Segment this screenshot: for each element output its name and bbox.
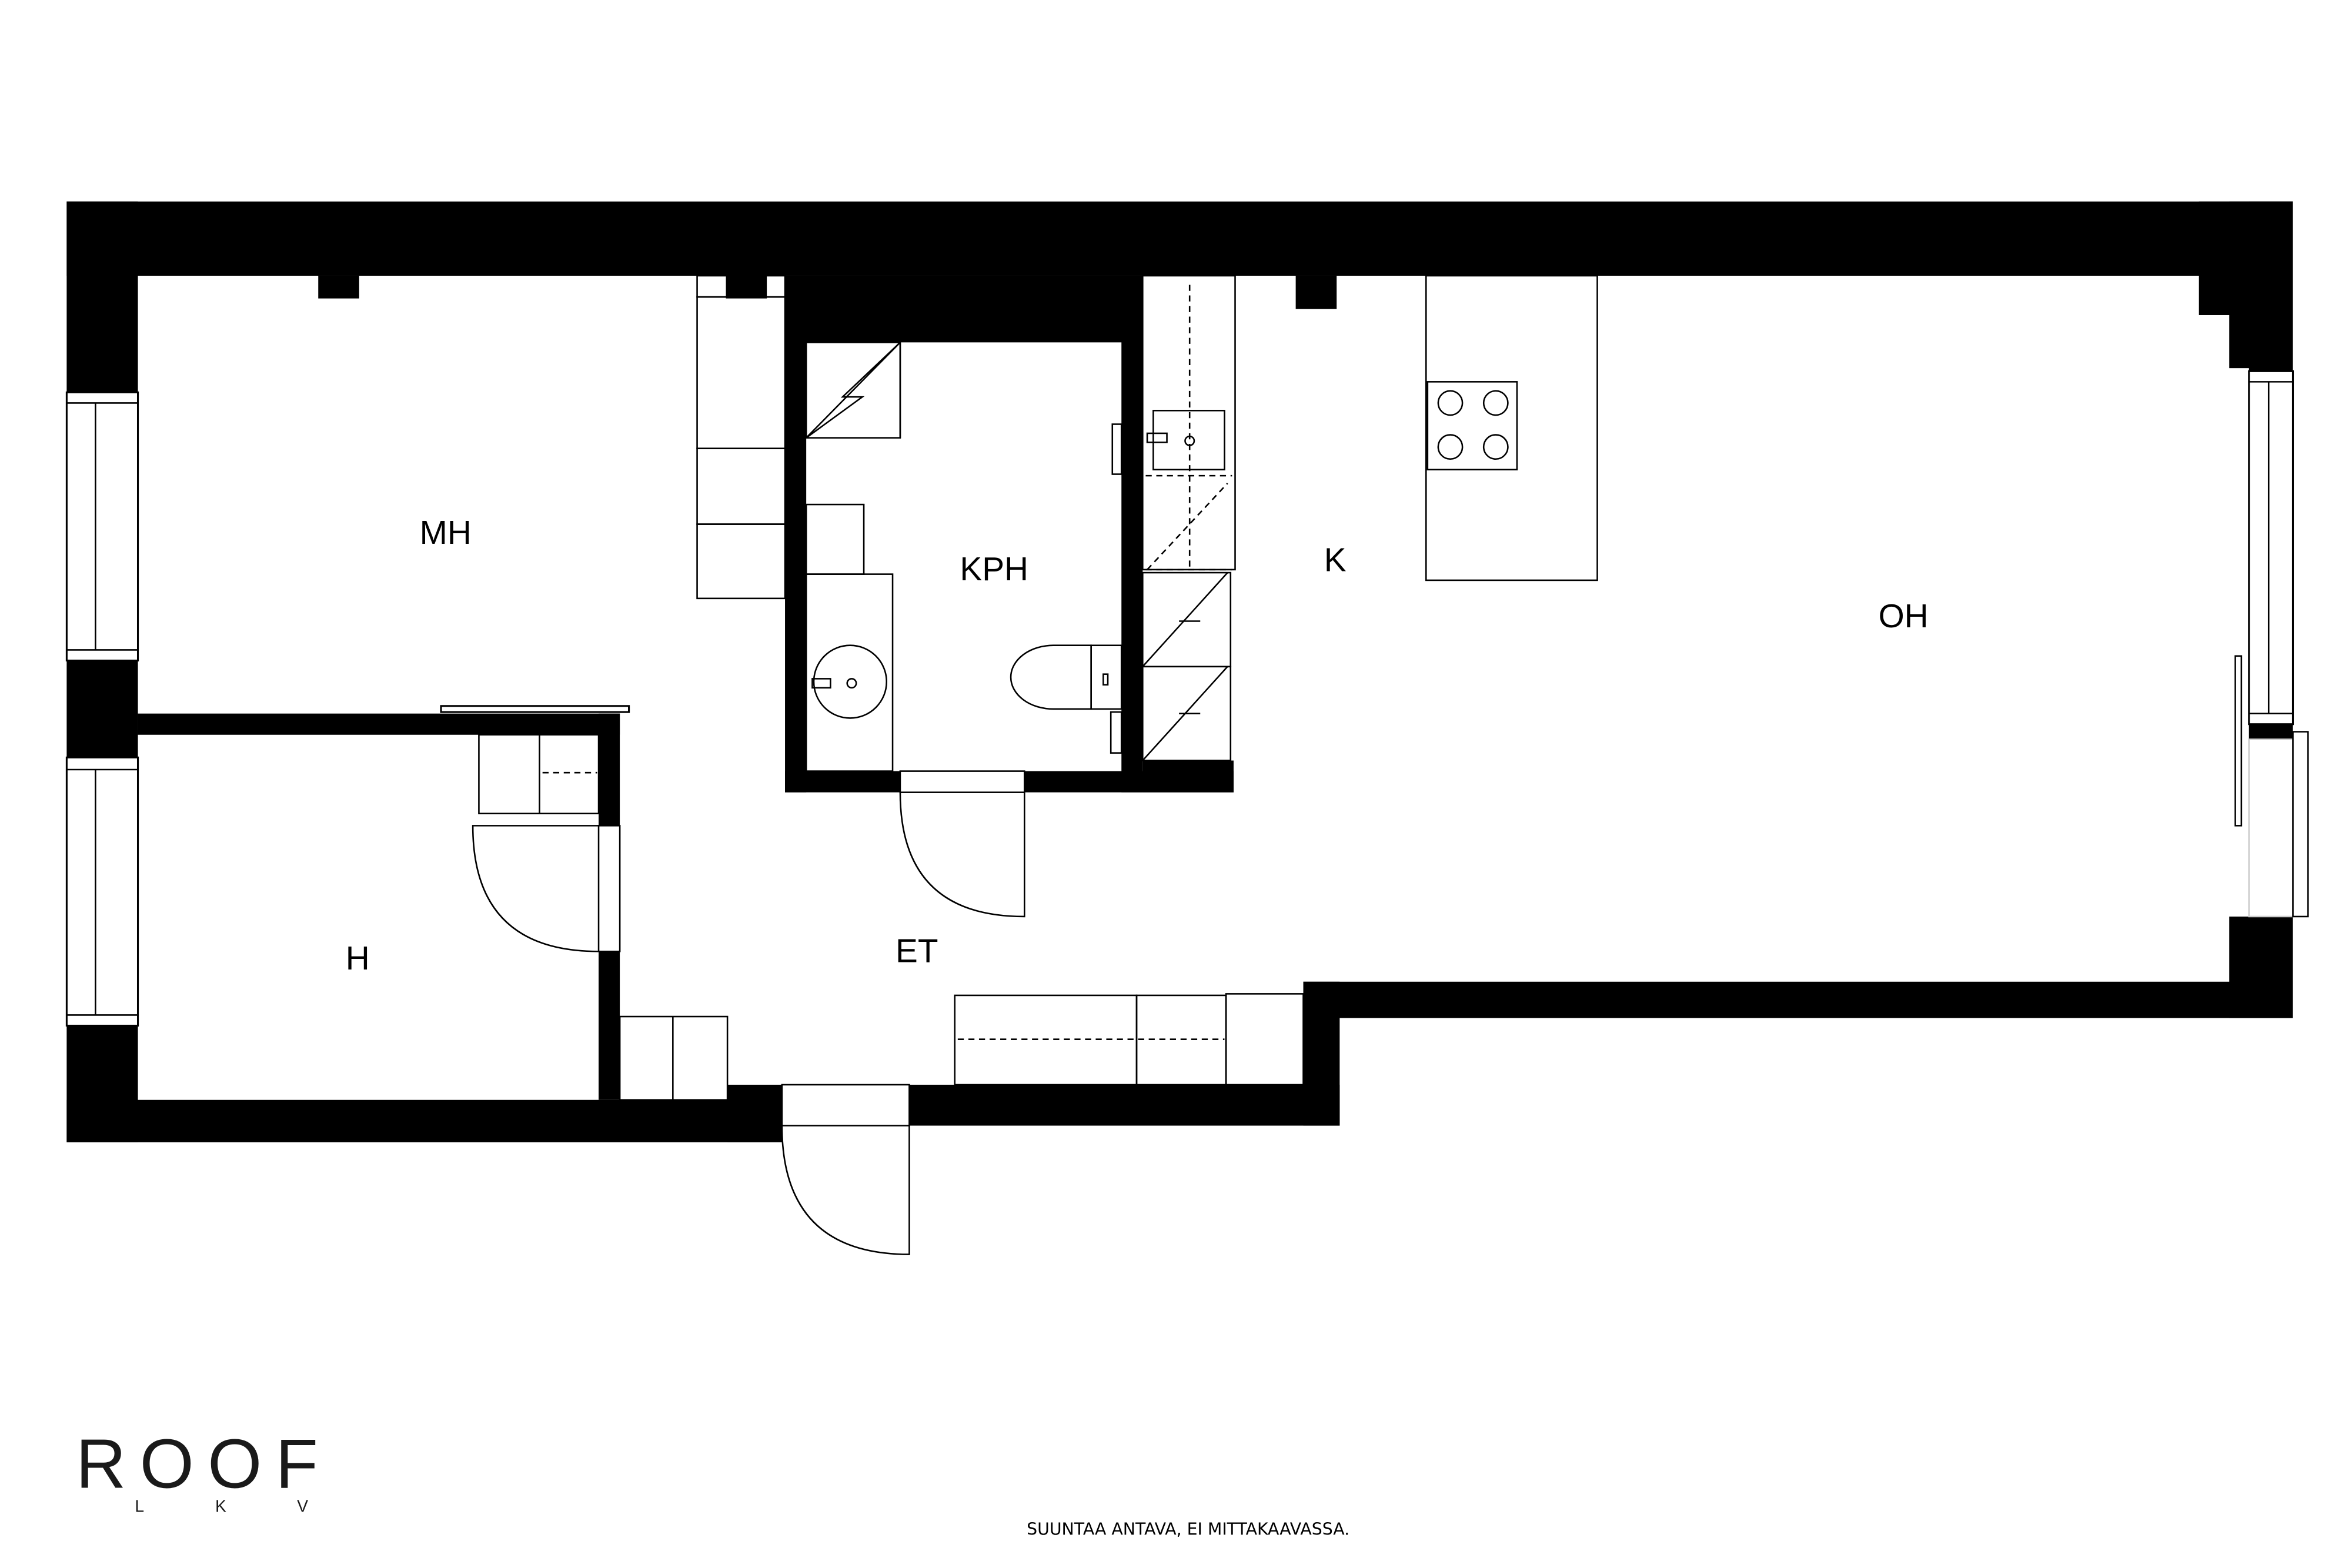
mh-wardrobes (440, 275, 786, 713)
room-label-k: K (1324, 541, 1347, 579)
scale-disclaimer: SUUNTAA ANTAVA, EI MITTAKAAVASSA. (1027, 1519, 1349, 1539)
logo-sub-k: K (215, 1497, 226, 1516)
kitchen-island (1425, 275, 1598, 581)
logo-sub-l: L (135, 1497, 144, 1516)
logo-sub-v: V (297, 1497, 308, 1516)
room-label-et: ET (896, 932, 938, 969)
roof-lkv-logo: ROOF L K V (76, 1425, 332, 1516)
h-wardrobe-and-door (472, 734, 621, 952)
walls (66, 201, 2293, 1142)
entrance-door (619, 1015, 910, 1255)
logo-main-text: ROOF (76, 1425, 332, 1503)
room-label-mh: MH (420, 514, 472, 551)
room-label-kph: KPH (960, 551, 1028, 588)
room-label-oh: OH (1879, 598, 1929, 635)
room-label-h: H (346, 940, 370, 977)
kitchen-counter (1142, 275, 1236, 761)
hall-storage (954, 993, 1304, 1086)
windows (65, 370, 2309, 1027)
bathroom-fixtures (805, 340, 1122, 772)
bathroom-door (899, 770, 1025, 918)
